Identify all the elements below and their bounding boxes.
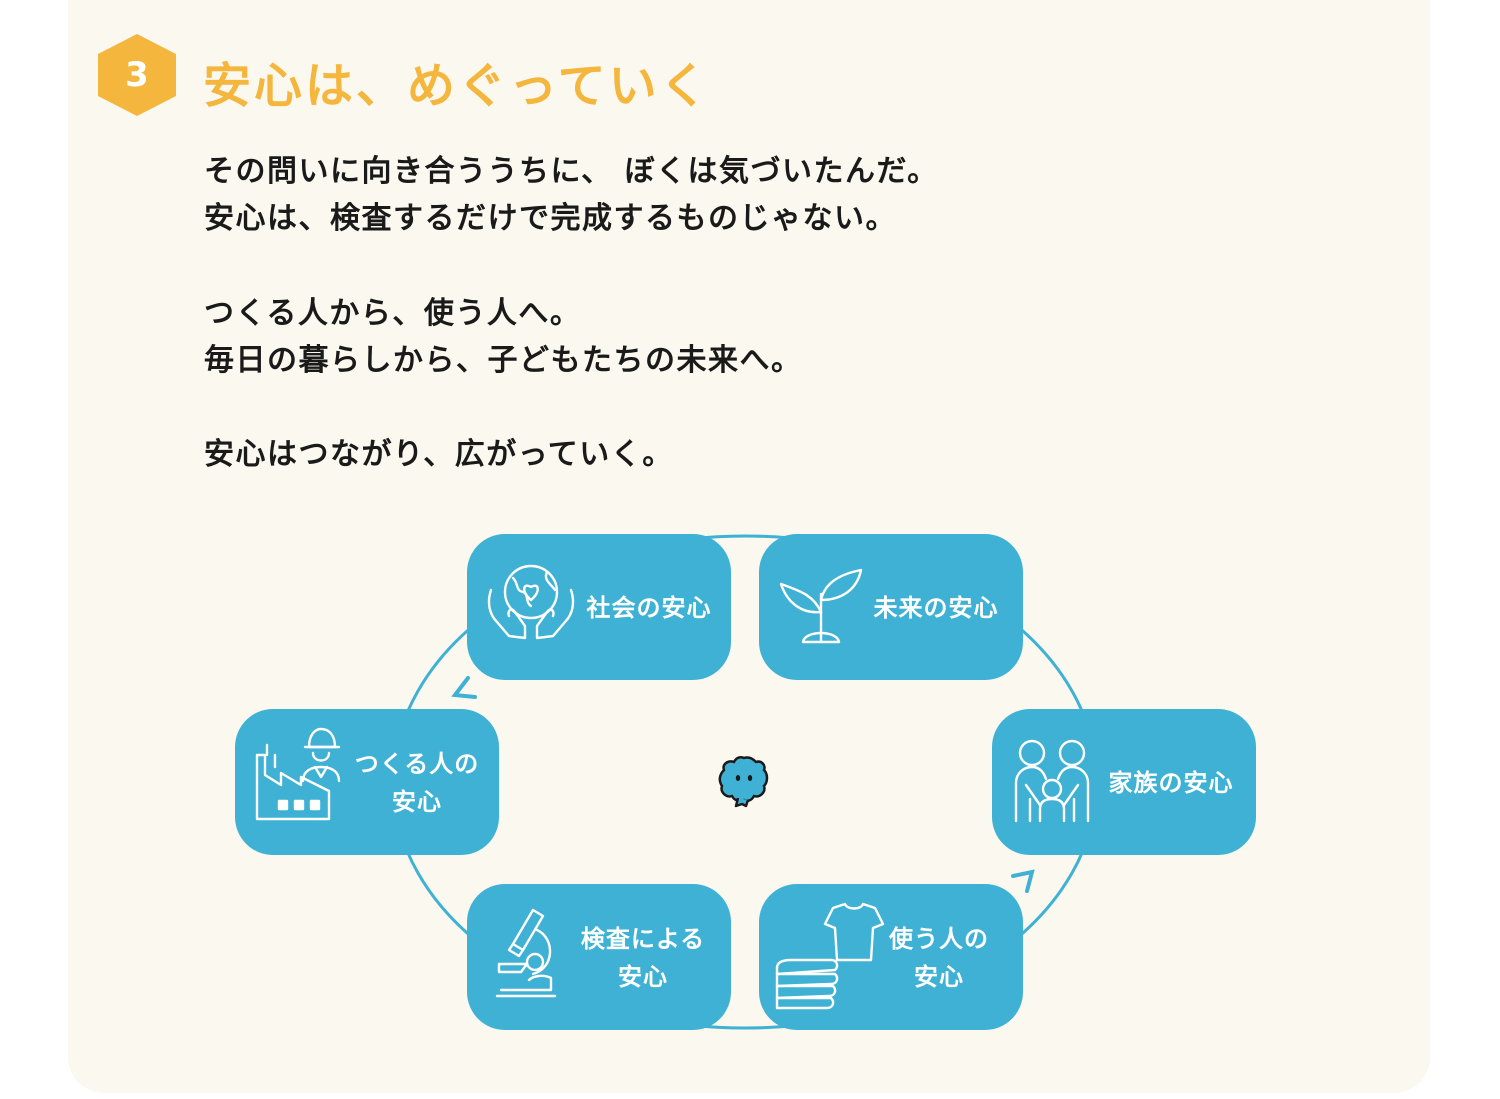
hands-globe-heart-icon xyxy=(487,564,575,640)
family-icon xyxy=(1014,739,1090,823)
paragraph-2-line-1: つくる人から、使う人へ。 xyxy=(204,296,582,331)
node-social-label: 社会の安心 xyxy=(586,594,712,622)
node-maker-label-line-2: 安心 xyxy=(392,788,442,816)
hexagon-icon xyxy=(98,34,176,116)
paragraph-1-line-2: 安心は、検査するだけで完成するものじゃない。 xyxy=(204,201,897,236)
content-card xyxy=(68,0,1430,1093)
paragraph-1: その問いに向き合ううちに、 ぼくは気づいたんだ。 安心は、検査するだけで完成する… xyxy=(204,148,939,242)
section-number: 3 xyxy=(125,55,149,95)
paragraph-3-line-1: 安心はつながり、広がっていく。 xyxy=(204,437,674,472)
node-maker-label-line-1: つくる人の xyxy=(354,750,480,778)
node-user-label: 使う人の 安心 xyxy=(879,920,999,996)
node-future-safety: 未来の安心 xyxy=(759,534,1023,680)
node-user-label-line-2: 安心 xyxy=(914,963,964,991)
node-inspection-label-line-2: 安心 xyxy=(618,963,668,991)
node-inspection-label-line-1: 検査による xyxy=(580,925,706,953)
paragraph-2: つくる人から、使う人へ。 毎日の暮らしから、子どもたちの未来へ。 xyxy=(204,290,803,384)
paragraph-2-line-2: 毎日の暮らしから、子どもたちの未来へ。 xyxy=(204,343,803,378)
node-future-label: 未来の安心 xyxy=(873,594,999,622)
section-title: 安心は、めぐっていく xyxy=(203,58,711,114)
microscope-icon xyxy=(495,908,557,998)
paragraph-1-line-1: その問いに向き合ううちに、 ぼくは気づいたんだ。 xyxy=(204,154,939,189)
factory-worker-icon xyxy=(255,727,341,821)
arrow-icon xyxy=(1011,869,1035,893)
node-maker-safety: つくる人の 安心 xyxy=(235,709,499,855)
clothes-icon xyxy=(775,902,885,1010)
node-maker-label: つくる人の 安心 xyxy=(345,745,489,821)
node-user-label-line-1: 使う人の xyxy=(889,925,989,953)
node-social-safety: 社会の安心 xyxy=(467,534,731,680)
node-inspection-safety: 検査による 安心 xyxy=(467,884,731,1030)
node-family-safety: 家族の安心 xyxy=(992,709,1256,855)
mascot-icon xyxy=(718,755,769,808)
sprout-icon xyxy=(779,568,863,644)
section-number-badge: 3 xyxy=(98,34,176,116)
node-user-safety: 使う人の 安心 xyxy=(759,884,1023,1030)
arrow-icon xyxy=(451,676,477,699)
paragraph-3: 安心はつながり、広がっていく。 xyxy=(204,431,674,478)
node-family-label: 家族の安心 xyxy=(1108,769,1234,797)
node-inspection-label: 検査による 安心 xyxy=(571,920,715,996)
